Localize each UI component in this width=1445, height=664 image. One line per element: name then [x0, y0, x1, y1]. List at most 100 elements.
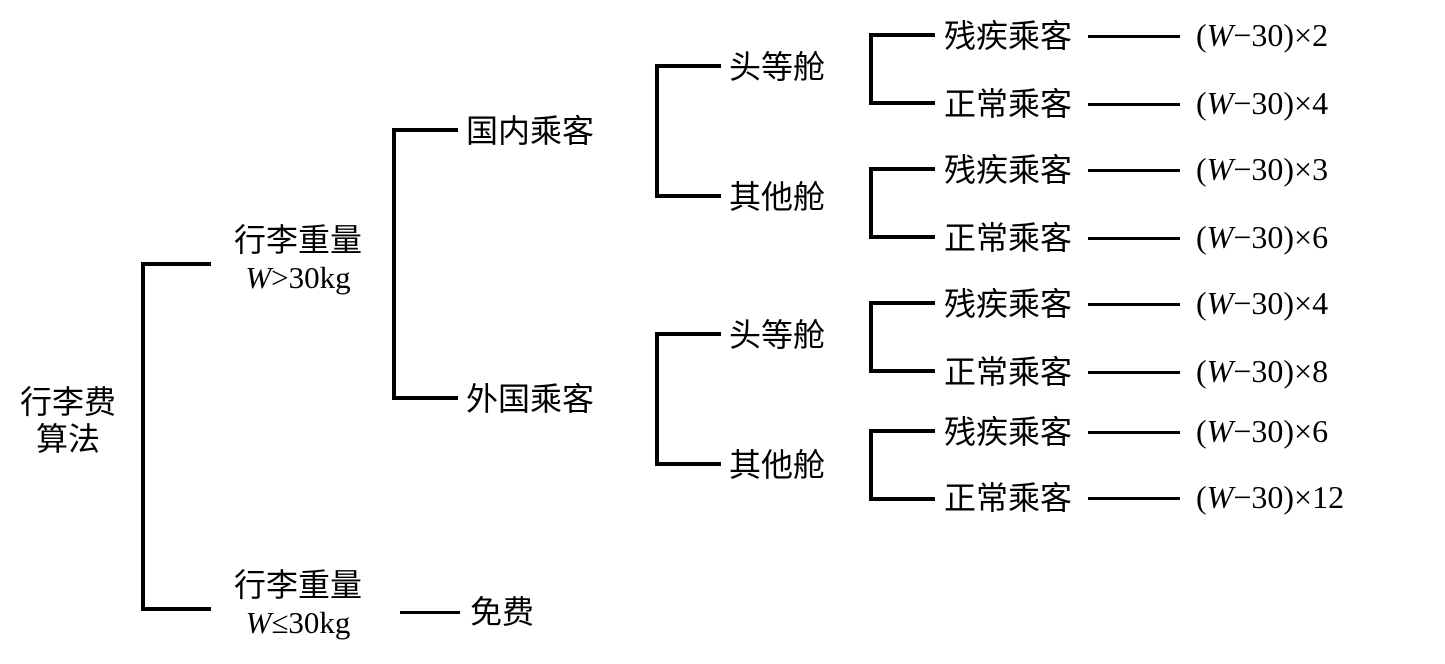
level1-label-heavy: 行李重量 W>30kg	[218, 222, 378, 296]
leaf-formula-6: (W−30)×8	[1196, 353, 1328, 389]
cabin-label-2-other-class: 其他舱	[729, 178, 826, 216]
formula-7-mid: −30)×	[1233, 413, 1313, 449]
leaf-connector-3	[1088, 169, 1180, 172]
formula-6-factor: 8	[1312, 353, 1329, 389]
weight-condition-rest: >30kg	[271, 260, 351, 295]
root-bracket-arm-bottom	[141, 607, 211, 611]
leaf-passenger-7: 残疾乘客	[944, 413, 1073, 451]
cabin-bracket-1-arm-top	[655, 64, 721, 68]
formula-7-open: (	[1196, 413, 1207, 449]
weight-condition-rest-2: ≤30kg	[271, 605, 351, 640]
leaf-formula-4: (W−30)×6	[1196, 219, 1328, 255]
level2-label-domestic: 国内乘客	[466, 112, 595, 150]
cabin-bracket-2-arm-bottom	[655, 462, 721, 466]
leaf-bracket-4-arm-top	[869, 429, 935, 433]
level1-label-light: 行李重量 W≤30kg	[218, 567, 378, 641]
root-bracket-arm-top	[141, 262, 211, 266]
leaf-bracket-1-vertical	[869, 33, 873, 105]
formula-5-factor: 4	[1312, 285, 1329, 321]
formula-8-mid: −30)×	[1233, 479, 1313, 515]
leaf-connector-7	[1088, 431, 1180, 434]
leaf-passenger-5: 残疾乘客	[944, 285, 1073, 323]
leaf-connector-4	[1088, 237, 1180, 240]
leaf-connector-2	[1088, 103, 1180, 106]
nationality-bracket-arm-bottom	[392, 396, 458, 400]
leaf-passenger-3: 残疾乘客	[944, 151, 1073, 189]
formula-4-factor: 6	[1312, 219, 1329, 255]
root-label-line1: 行李费	[19, 383, 116, 421]
leaf-bracket-2-arm-top	[869, 167, 935, 171]
nationality-bracket-vertical	[392, 128, 396, 400]
root-bracket-vertical	[141, 262, 145, 611]
leaf-formula-8: (W−30)×12	[1196, 479, 1344, 515]
leaf-passenger-2: 正常乘客	[944, 85, 1073, 123]
root-label: 行李费 算法	[8, 384, 128, 458]
formula-6-mid: −30)×	[1233, 353, 1313, 389]
level2-label-foreign: 外国乘客	[466, 380, 595, 418]
formula-8-open: (	[1196, 479, 1207, 515]
formula-8-var: W	[1206, 479, 1234, 515]
formula-2-factor: 4	[1312, 85, 1329, 121]
free-leaf-label: 免费	[470, 593, 535, 631]
free-leaf-connector	[400, 611, 460, 614]
formula-2-open: (	[1196, 85, 1207, 121]
leaf-formula-5: (W−30)×4	[1196, 285, 1328, 321]
leaf-bracket-4-vertical	[869, 429, 873, 501]
leaf-bracket-3-arm-top	[869, 301, 935, 305]
cabin-bracket-2-vertical	[655, 332, 659, 466]
formula-3-open: (	[1196, 151, 1207, 187]
formula-1-var: W	[1206, 17, 1234, 53]
formula-1-open: (	[1196, 17, 1207, 53]
formula-3-factor: 3	[1312, 151, 1329, 187]
leaf-connector-1	[1088, 35, 1180, 38]
formula-2-mid: −30)×	[1233, 85, 1313, 121]
cabin-bracket-1-arm-bottom	[655, 194, 721, 198]
leaf-bracket-4-arm-bottom	[869, 497, 935, 501]
leaf-bracket-3-vertical	[869, 301, 873, 373]
formula-3-mid: −30)×	[1233, 151, 1313, 187]
formula-2-var: W	[1206, 85, 1234, 121]
leaf-connector-5	[1088, 303, 1180, 306]
formula-8-factor: 12	[1312, 479, 1345, 515]
formula-6-open: (	[1196, 353, 1207, 389]
formula-4-var: W	[1206, 219, 1234, 255]
leaf-formula-2: (W−30)×4	[1196, 85, 1328, 121]
leaf-formula-1: (W−30)×2	[1196, 17, 1328, 53]
cabin-label-1-first-class: 头等舱	[729, 48, 826, 86]
root-label-line2: 算法	[35, 420, 100, 458]
formula-7-factor: 6	[1312, 413, 1329, 449]
formula-7-var: W	[1206, 413, 1234, 449]
cabin-bracket-1-vertical	[655, 64, 659, 198]
cabin-label-4-other-class: 其他舱	[729, 446, 826, 484]
level1-light-line1: 行李重量	[233, 566, 362, 604]
formula-1-factor: 2	[1312, 17, 1329, 53]
leaf-passenger-4: 正常乘客	[944, 219, 1073, 257]
weight-variable-w: W	[245, 260, 272, 295]
formula-5-open: (	[1196, 285, 1207, 321]
nationality-bracket-arm-top	[392, 128, 458, 132]
formula-5-var: W	[1206, 285, 1234, 321]
leaf-bracket-3-arm-bottom	[869, 369, 935, 373]
formula-5-mid: −30)×	[1233, 285, 1313, 321]
level1-light-condition: W≤30kg	[218, 604, 378, 641]
leaf-bracket-2-vertical	[869, 167, 873, 239]
leaf-passenger-6: 正常乘客	[944, 353, 1073, 391]
level1-heavy-condition: W>30kg	[218, 259, 378, 296]
leaf-formula-3: (W−30)×3	[1196, 151, 1328, 187]
leaf-bracket-2-arm-bottom	[869, 235, 935, 239]
leaf-formula-7: (W−30)×6	[1196, 413, 1328, 449]
cabin-bracket-2-arm-top	[655, 332, 721, 336]
leaf-connector-8	[1088, 497, 1180, 500]
formula-3-var: W	[1206, 151, 1234, 187]
weight-variable-w-2: W	[245, 605, 272, 640]
cabin-label-3-first-class: 头等舱	[729, 316, 826, 354]
formula-4-open: (	[1196, 219, 1207, 255]
leaf-passenger-8: 正常乘客	[944, 479, 1073, 517]
leaf-passenger-1: 残疾乘客	[944, 17, 1073, 55]
formula-4-mid: −30)×	[1233, 219, 1313, 255]
formula-1-mid: −30)×	[1233, 17, 1313, 53]
leaf-bracket-1-arm-bottom	[869, 101, 935, 105]
formula-6-var: W	[1206, 353, 1234, 389]
level1-heavy-line1: 行李重量	[233, 221, 362, 259]
